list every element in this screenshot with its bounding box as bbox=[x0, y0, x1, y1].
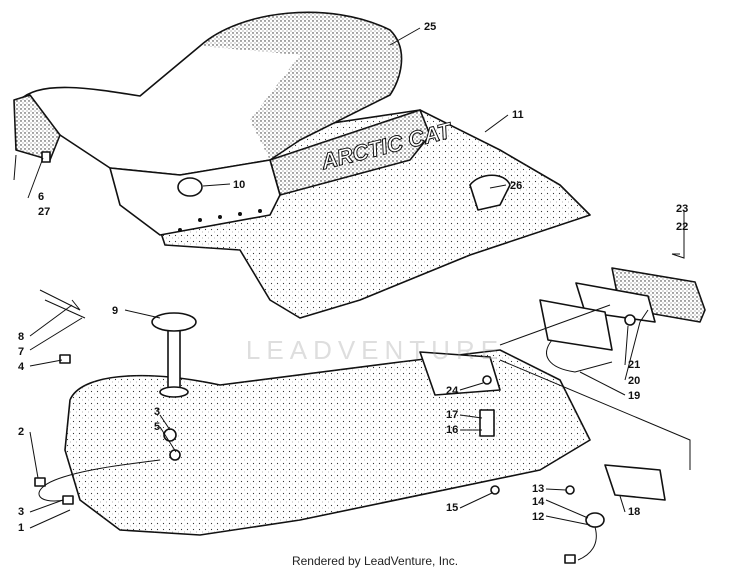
fuel-neck-base bbox=[159, 386, 189, 398]
callout-6: 6 bbox=[38, 191, 44, 203]
callout-8: 8 bbox=[18, 331, 24, 343]
callout-21: 21 bbox=[628, 359, 640, 371]
seat-end-cap-shading bbox=[14, 95, 60, 160]
callout-22: 22 bbox=[676, 221, 688, 233]
callout-7: 7 bbox=[18, 346, 24, 358]
callout-20: 20 bbox=[628, 375, 640, 387]
wire-harness bbox=[499, 304, 691, 564]
seat-cushion-shading bbox=[200, 12, 402, 161]
tail-light-assembly bbox=[539, 253, 706, 373]
seat-access-cap bbox=[177, 177, 203, 197]
callout-10: 10 bbox=[233, 179, 245, 191]
seat-assembly: ARCTIC CAT bbox=[13, 11, 591, 319]
callout-14: 14 bbox=[532, 496, 545, 508]
fuel-tank-assembly bbox=[34, 312, 591, 536]
callout-15: 15 bbox=[446, 502, 458, 514]
callout-23: 23 bbox=[676, 203, 688, 215]
fuel-line bbox=[38, 459, 161, 502]
callout-27: 27 bbox=[38, 206, 50, 218]
connector-bracket bbox=[604, 464, 666, 501]
watermark: LEADVENTURE bbox=[245, 335, 505, 365]
callout-18: 18 bbox=[628, 506, 640, 518]
callout-17: 17 bbox=[446, 409, 458, 421]
callout-25: 25 bbox=[424, 21, 436, 33]
fuel-cap bbox=[151, 312, 197, 332]
callout-9: 9 bbox=[112, 305, 118, 317]
callout-5: 5 bbox=[154, 421, 160, 433]
mount-bolt-24 bbox=[482, 375, 492, 385]
seat-rivets bbox=[178, 209, 262, 232]
callout-19: 19 bbox=[628, 390, 640, 402]
leader-lines bbox=[13, 27, 685, 529]
callout-3-upper: 3 bbox=[154, 406, 160, 418]
fuel-line-end bbox=[62, 495, 74, 505]
seat-side-panel-shading bbox=[270, 110, 430, 195]
vent-hose bbox=[39, 289, 86, 364]
callout-4: 4 bbox=[18, 361, 25, 373]
fuel-tank-shading bbox=[65, 350, 590, 535]
fuel-fitting-lower bbox=[169, 449, 181, 461]
mount-bolt-15 bbox=[490, 485, 500, 495]
tail-light-wire-loop bbox=[546, 339, 613, 373]
callout-3-lower: 3 bbox=[18, 506, 24, 518]
callout-labels: 25 11 10 26 6 27 23 22 9 8 7 4 3 5 2 3 1… bbox=[18, 21, 688, 534]
callout-24: 24 bbox=[446, 385, 459, 397]
tail-light-housing bbox=[539, 299, 613, 351]
callout-2: 2 bbox=[18, 426, 24, 438]
seat-clip bbox=[41, 151, 51, 163]
tail-light-bulb bbox=[624, 314, 636, 326]
plug-connector bbox=[564, 554, 576, 564]
callout-13: 13 bbox=[532, 483, 544, 495]
callout-1: 1 bbox=[18, 522, 24, 534]
fuel-line-clamp bbox=[34, 477, 46, 487]
screw-13 bbox=[565, 485, 575, 495]
callout-26: 26 bbox=[510, 180, 522, 192]
fuel-fitting-upper bbox=[163, 428, 177, 442]
callout-12: 12 bbox=[532, 511, 544, 523]
grab-handle bbox=[469, 174, 511, 211]
render-credit: Rendered by LeadVenture, Inc. bbox=[291, 554, 459, 568]
seat-rear-panel bbox=[109, 159, 281, 236]
callout-16: 16 bbox=[446, 424, 458, 436]
callout-11: 11 bbox=[512, 109, 524, 121]
mount-bracket bbox=[479, 409, 495, 437]
